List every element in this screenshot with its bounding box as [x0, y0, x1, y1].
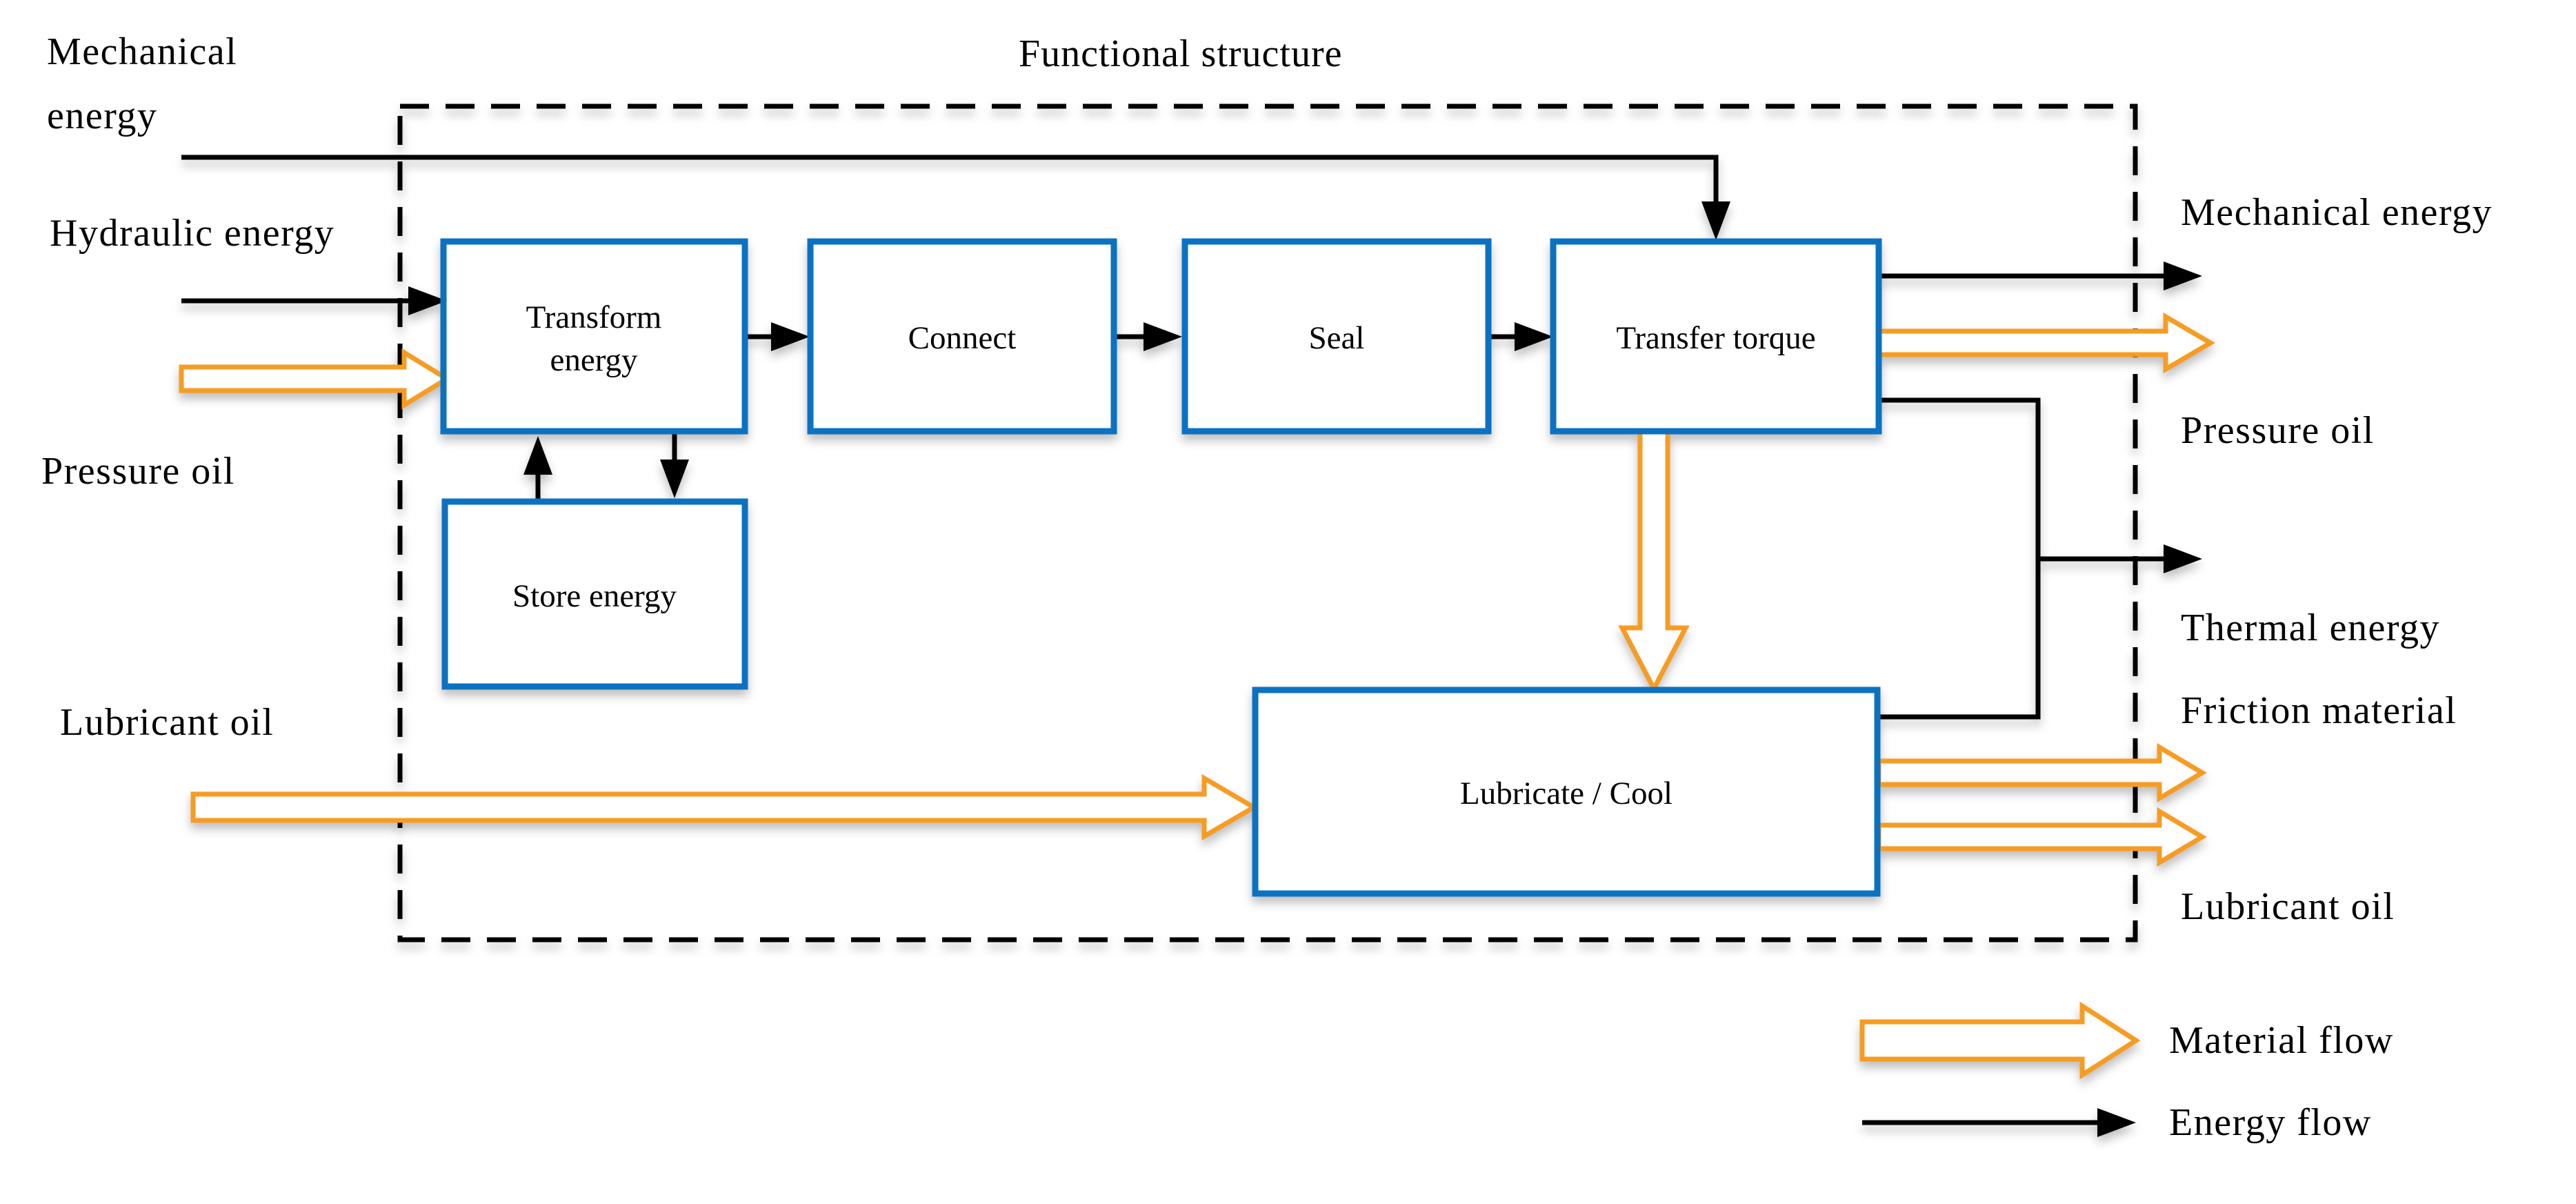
connect-to-seal-arrowhead	[1144, 322, 1182, 351]
input-mechanical-energy-label-line1: Mechanical	[47, 30, 237, 73]
friction-material-output-arrow	[1876, 742, 2207, 803]
legend-material-flow-label: Material flow	[2169, 1019, 2394, 1062]
input-pressure-oil-label: Pressure oil	[41, 450, 235, 493]
node-lubricate-cool	[1252, 687, 1881, 897]
node-store-energy	[441, 498, 748, 690]
output-mechanical-energy-label: Mechanical energy	[2181, 191, 2493, 234]
node-seal	[1181, 238, 1492, 435]
node-store-energy-label: Store energy	[512, 578, 677, 614]
input-lubricant-oil-label: Lubricant oil	[60, 701, 274, 744]
output-thermal-energy-label: Thermal energy	[2181, 606, 2440, 649]
legend-energy-flow-arrowhead	[2097, 1108, 2136, 1137]
input-mechanical-energy-label-line2: energy	[47, 95, 157, 137]
node-lubricate-cool-label: Lubricate / Cool	[1460, 776, 1673, 811]
mechanical-energy-output-arrowhead	[2164, 261, 2202, 290]
mechanical-energy-input-line	[181, 155, 1719, 201]
pressure-oil-input-arrow	[179, 348, 452, 410]
thermal-collector-line	[1879, 397, 2041, 720]
legend-energy-flow-label: Energy flow	[2169, 1101, 2372, 1144]
node-transfer-torque-label: Transfer torque	[1616, 320, 1815, 356]
thermal-energy-output-arrowhead	[2164, 544, 2202, 573]
hydraulic-energy-input-arrowhead	[408, 286, 447, 315]
output-friction-material-label: Friction material	[2181, 689, 2457, 732]
lubricant-oil-output-arrow	[1876, 807, 2207, 867]
mechanical-energy-input-arrowhead	[1701, 201, 1730, 240]
output-pressure-oil-label: Pressure oil	[2181, 409, 2375, 452]
input-hydraulic-energy-label: Hydraulic energy	[50, 212, 335, 255]
diagram-title: Functional structure	[1019, 32, 1342, 75]
node-transfer-torque	[1550, 238, 1882, 435]
store-to-transform-arrowhead	[523, 436, 552, 475]
legend-material-flow-arrow	[1859, 1001, 2141, 1080]
node-transform-energy-label-line1: Transform	[526, 299, 662, 335]
seal-to-transfer-arrowhead	[1515, 322, 1553, 351]
diagram-labels: Functional structure Mechanical energy H…	[41, 30, 2493, 1144]
transfer-to-lubricate-arrow	[1618, 428, 1690, 694]
node-transform-energy-label-line2: energy	[550, 342, 638, 378]
transform-to-store-arrowhead	[660, 460, 689, 498]
pressure-oil-output-arrow	[1876, 312, 2215, 374]
lubricant-oil-input-arrow	[190, 773, 1259, 841]
node-connect-label: Connect	[908, 320, 1017, 356]
transform-to-connect-arrowhead	[771, 322, 810, 351]
system-boundary-dashed-box	[397, 103, 2138, 943]
output-lubricant-oil-label: Lubricant oil	[2181, 885, 2395, 928]
node-seal-label: Seal	[1309, 320, 1365, 356]
node-connect	[807, 238, 1117, 435]
node-transform-energy	[440, 238, 748, 435]
